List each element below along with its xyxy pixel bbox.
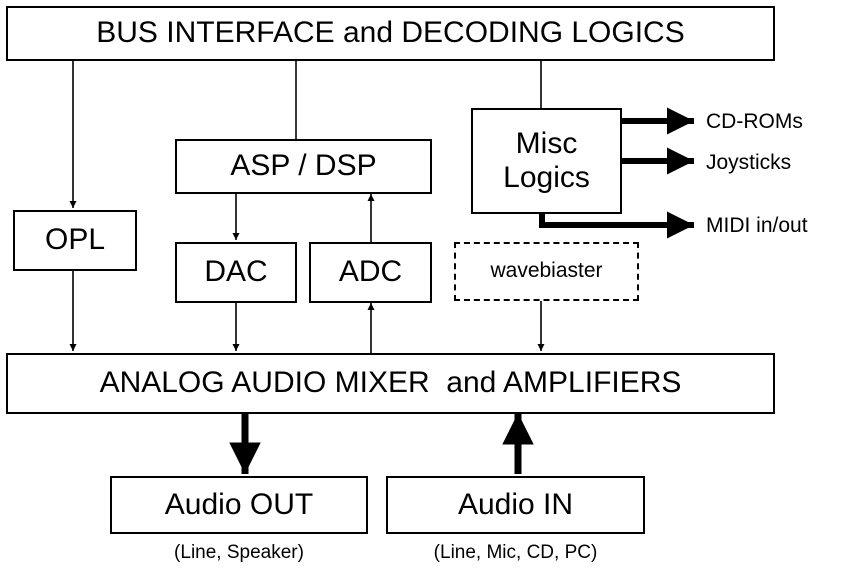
bus-interface-label: BUS INTERFACE and DECODING LOGICS bbox=[96, 16, 685, 50]
audio-out-block: Audio OUT bbox=[110, 476, 368, 534]
mixer-label: ANALOG AUDIO MIXER and AMPLIFIERS bbox=[99, 366, 682, 400]
wavebiaster-block: wavebiaster bbox=[454, 242, 639, 301]
audio-in-block: Audio IN bbox=[386, 476, 645, 534]
adc-label: ADC bbox=[338, 255, 403, 289]
misc-to-midi-arrow bbox=[539, 211, 694, 239]
asp-dsp-label: ASP / DSP bbox=[230, 149, 377, 183]
misc-logics-label-line1: Misc bbox=[515, 126, 578, 160]
audio-out-caption: (Line, Speaker) bbox=[174, 542, 304, 563]
joysticks-label: Joysticks bbox=[706, 151, 792, 174]
bus-interface-block: BUS INTERFACE and DECODING LOGICS bbox=[6, 6, 775, 61]
adc-block: ADC bbox=[309, 242, 432, 303]
opl-label: OPL bbox=[44, 223, 106, 257]
audio-out-label: Audio OUT bbox=[164, 487, 314, 521]
asp-dsp-block: ASP / DSP bbox=[175, 139, 432, 194]
audio-in-caption: (Line, Mic, CD, PC) bbox=[433, 542, 598, 563]
audio-in-label: Audio IN bbox=[457, 487, 574, 521]
wavebiaster-label: wavebiaster bbox=[490, 259, 603, 283]
midi-label: MIDI in/out bbox=[706, 214, 808, 237]
dac-block: DAC bbox=[175, 242, 297, 303]
dac-label: DAC bbox=[204, 255, 268, 289]
misc-logics-label-line2: Logics bbox=[503, 161, 590, 194]
cd-roms-label: CD-ROMs bbox=[706, 110, 803, 133]
misc-logics-block: Misc Logics bbox=[471, 108, 622, 214]
mixer-block: ANALOG AUDIO MIXER and AMPLIFIERS bbox=[6, 353, 775, 414]
opl-block: OPL bbox=[13, 210, 137, 271]
